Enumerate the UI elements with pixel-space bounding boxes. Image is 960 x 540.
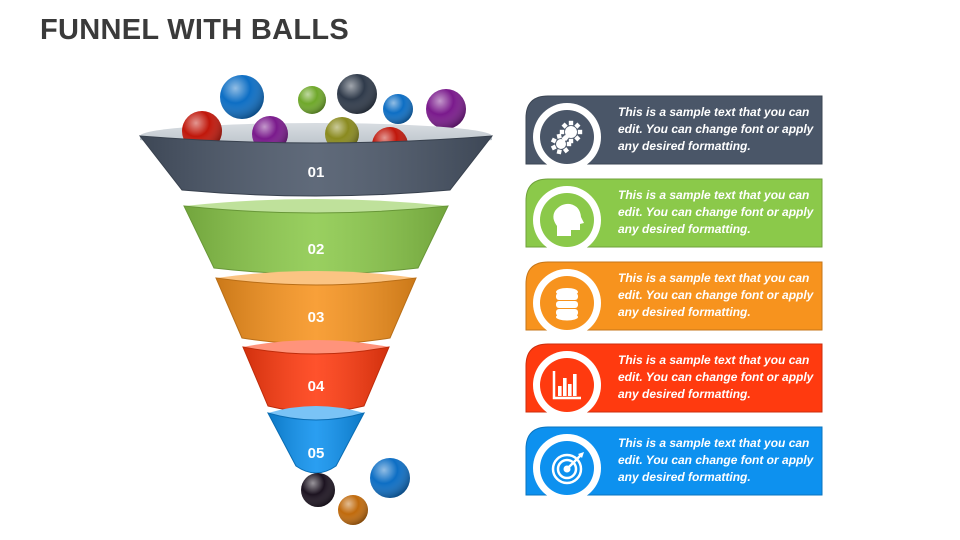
ball-green bbox=[298, 86, 326, 114]
funnel-segment-label: 05 bbox=[308, 445, 325, 462]
funnel-segment-02: 02 bbox=[183, 199, 449, 275]
funnel-segment-05: 05 bbox=[267, 406, 365, 474]
info-panel-text: This is a sample text that you can edit.… bbox=[618, 105, 814, 153]
head-gear-icon bbox=[553, 203, 584, 236]
info-panel-text: This is a sample text that you can edit.… bbox=[618, 353, 814, 401]
funnel-segment-03: 03 bbox=[215, 271, 417, 345]
funnel-segment-label: 01 bbox=[308, 164, 325, 181]
info-panel-04 bbox=[525, 343, 823, 419]
info-panel-05 bbox=[525, 426, 823, 502]
funnel-segment-04: 04 bbox=[242, 340, 390, 413]
info-panel-text: This is a sample text that you can edit.… bbox=[618, 188, 814, 236]
ball-purple bbox=[426, 89, 466, 129]
funnel-segment-label: 03 bbox=[308, 309, 325, 326]
ball-blue bbox=[370, 458, 410, 498]
info-panel-03 bbox=[525, 261, 823, 337]
gears-icon bbox=[550, 120, 583, 155]
panel-icon-badge bbox=[540, 358, 594, 412]
bar-chart-icon bbox=[552, 371, 581, 400]
ball-blue bbox=[383, 94, 413, 124]
funnel-segment-label: 02 bbox=[308, 241, 325, 258]
ball-black bbox=[301, 473, 335, 507]
database-icon bbox=[556, 288, 578, 321]
ball-navy bbox=[337, 74, 377, 114]
info-panel-text: This is a sample text that you can edit.… bbox=[618, 271, 814, 319]
info-panel-text: This is a sample text that you can edit.… bbox=[618, 436, 814, 484]
ball-orange bbox=[338, 495, 368, 525]
page-title: FUNNEL WITH BALLS bbox=[40, 14, 350, 46]
funnel-segment-01: 01 bbox=[138, 135, 494, 197]
ball-blue bbox=[220, 75, 264, 119]
info-panel-02 bbox=[525, 178, 823, 254]
info-panel-01 bbox=[525, 95, 823, 171]
funnel-segment-label: 04 bbox=[308, 378, 325, 395]
target-icon bbox=[551, 452, 584, 485]
